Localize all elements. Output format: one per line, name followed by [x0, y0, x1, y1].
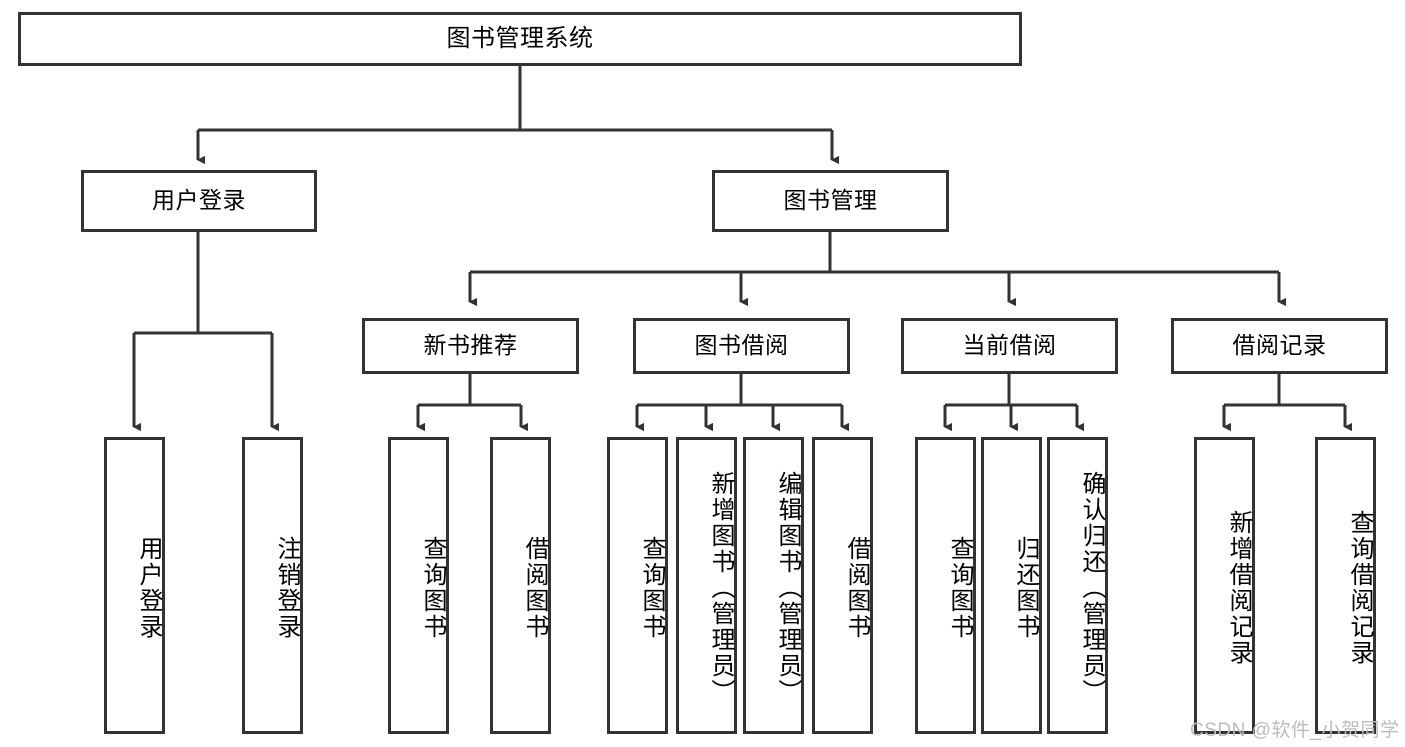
- node-label: 归还图书: [1012, 535, 1039, 640]
- leaf-confirm-return-admin[interactable]: 确认归还（管理员）: [1047, 437, 1108, 734]
- node-label: 当前借阅: [962, 332, 1057, 359]
- leaf-query-borrow-record[interactable]: 查询借阅记录: [1315, 437, 1376, 734]
- node-label: 新增借阅记录: [1225, 509, 1252, 666]
- node-label: 图书管理系统: [446, 24, 594, 52]
- node-label: 图书管理: [783, 187, 878, 214]
- node-label: 借阅图书: [521, 535, 548, 640]
- leaf-edit-book-admin[interactable]: 编辑图书（管理员）: [743, 437, 804, 734]
- node-user-login[interactable]: 用户登录: [81, 170, 317, 232]
- node-borrow-record[interactable]: 借阅记录: [1171, 318, 1388, 374]
- node-label: 借阅记录: [1232, 332, 1327, 359]
- node-label: 用户登录: [135, 535, 162, 640]
- leaf-return-book[interactable]: 归还图书: [981, 437, 1042, 734]
- leaf-borrow-book[interactable]: 借阅图书: [812, 437, 873, 734]
- node-root-book-management-system[interactable]: 图书管理系统: [18, 12, 1022, 66]
- leaf-logout-login[interactable]: 注销登录: [242, 437, 303, 734]
- node-label: 注销登录: [273, 535, 300, 640]
- node-label: 查询借阅记录: [1346, 509, 1373, 666]
- node-label: 用户登录: [152, 187, 246, 214]
- leaf-query-book-new[interactable]: 查询图书: [388, 437, 449, 734]
- node-label: 借阅图书: [843, 535, 870, 640]
- node-label: 编辑图书（管理员）: [774, 470, 801, 705]
- node-label: 新增图书（管理员）: [707, 470, 734, 705]
- node-label: 确认归还（管理员）: [1078, 470, 1105, 705]
- node-new-book-recommend[interactable]: 新书推荐: [362, 318, 579, 374]
- node-label: 查询图书: [419, 535, 446, 640]
- node-label: 图书借阅: [694, 332, 789, 359]
- csdn-watermark: CSDN @软件_小贺同学: [1190, 720, 1400, 741]
- leaf-user-login[interactable]: 用户登录: [104, 437, 165, 734]
- node-book-management[interactable]: 图书管理: [712, 170, 949, 232]
- node-label: 新书推荐: [423, 332, 518, 359]
- leaf-borrow-book-new[interactable]: 借阅图书: [490, 437, 551, 734]
- node-current-borrow[interactable]: 当前借阅: [901, 318, 1118, 374]
- leaf-query-book-borrow[interactable]: 查询图书: [607, 437, 668, 734]
- node-label: 查询图书: [946, 535, 973, 640]
- node-label: 查询图书: [638, 535, 665, 640]
- leaf-add-book-admin[interactable]: 新增图书（管理员）: [676, 437, 737, 734]
- leaf-query-book-current[interactable]: 查询图书: [915, 437, 976, 734]
- leaf-add-borrow-record[interactable]: 新增借阅记录: [1194, 437, 1255, 734]
- node-book-borrow[interactable]: 图书借阅: [633, 318, 850, 374]
